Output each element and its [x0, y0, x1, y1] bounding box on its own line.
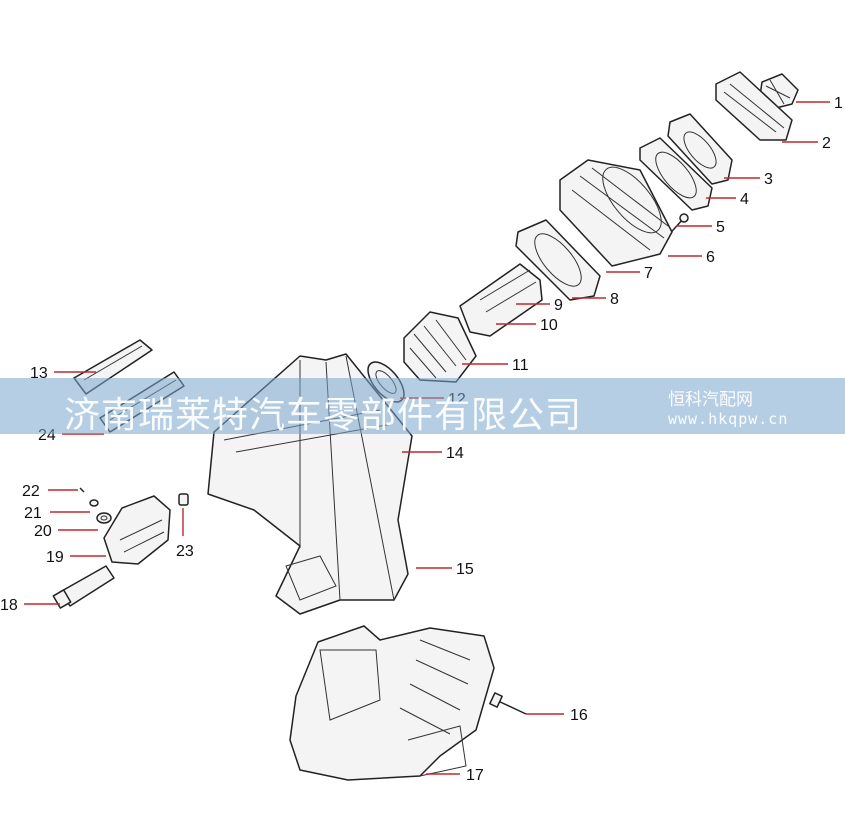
part-2-flange — [715, 71, 793, 141]
callout-18: 18 — [0, 597, 18, 614]
callout-8: 8 — [610, 291, 619, 308]
callout-1: 1 — [834, 95, 843, 112]
callout-19: 19 — [46, 549, 64, 566]
part-8-bearing-cone — [515, 219, 601, 301]
callout-4: 4 — [740, 191, 749, 208]
part-3-seal — [667, 113, 733, 185]
part-10-pinion-shaft — [459, 263, 543, 337]
callout-17: 17 — [466, 767, 484, 784]
callout-3: 3 — [764, 171, 773, 188]
callout-13: 13 — [30, 365, 48, 382]
watermark-site-name: 恒科汽配网 — [668, 390, 753, 410]
part-20-washer — [96, 512, 112, 524]
callout-9: 9 — [554, 297, 563, 314]
callout-11: 11 — [512, 357, 529, 374]
callout-15: 15 — [456, 561, 474, 578]
callout-6: 6 — [706, 249, 715, 266]
part-4-bearing — [639, 137, 713, 211]
callout-20: 20 — [34, 523, 52, 540]
part-18-bolt — [52, 565, 115, 609]
part-23-bushing — [178, 493, 189, 506]
callout-16: 16 — [570, 707, 588, 724]
callout-numbers: 1 2 3 4 5 6 7 8 9 10 11 12 13 14 15 16 1… — [0, 95, 843, 784]
part-16-bolt — [489, 692, 527, 715]
part-17-ring-gear — [289, 625, 495, 781]
watermark-company-text: 济南瑞莱特汽车零部件有限公司 — [64, 395, 583, 436]
part-21-small-washer — [89, 499, 99, 507]
part-19-bracket — [103, 495, 171, 565]
callout-21: 21 — [24, 505, 42, 522]
watermark-band — [0, 378, 845, 434]
callout-10: 10 — [540, 317, 558, 334]
callout-14: 14 — [446, 445, 464, 462]
callout-2: 2 — [822, 135, 831, 152]
part-11-pinion-gear — [403, 311, 477, 383]
callout-5: 5 — [716, 219, 725, 236]
callout-22: 22 — [22, 483, 40, 500]
callout-23: 23 — [176, 543, 194, 560]
watermark-site-url: www.hkqpw.cn — [668, 410, 789, 428]
callout-7: 7 — [644, 265, 653, 282]
part-6-housing — [559, 159, 673, 267]
part-22-pin — [79, 487, 85, 493]
